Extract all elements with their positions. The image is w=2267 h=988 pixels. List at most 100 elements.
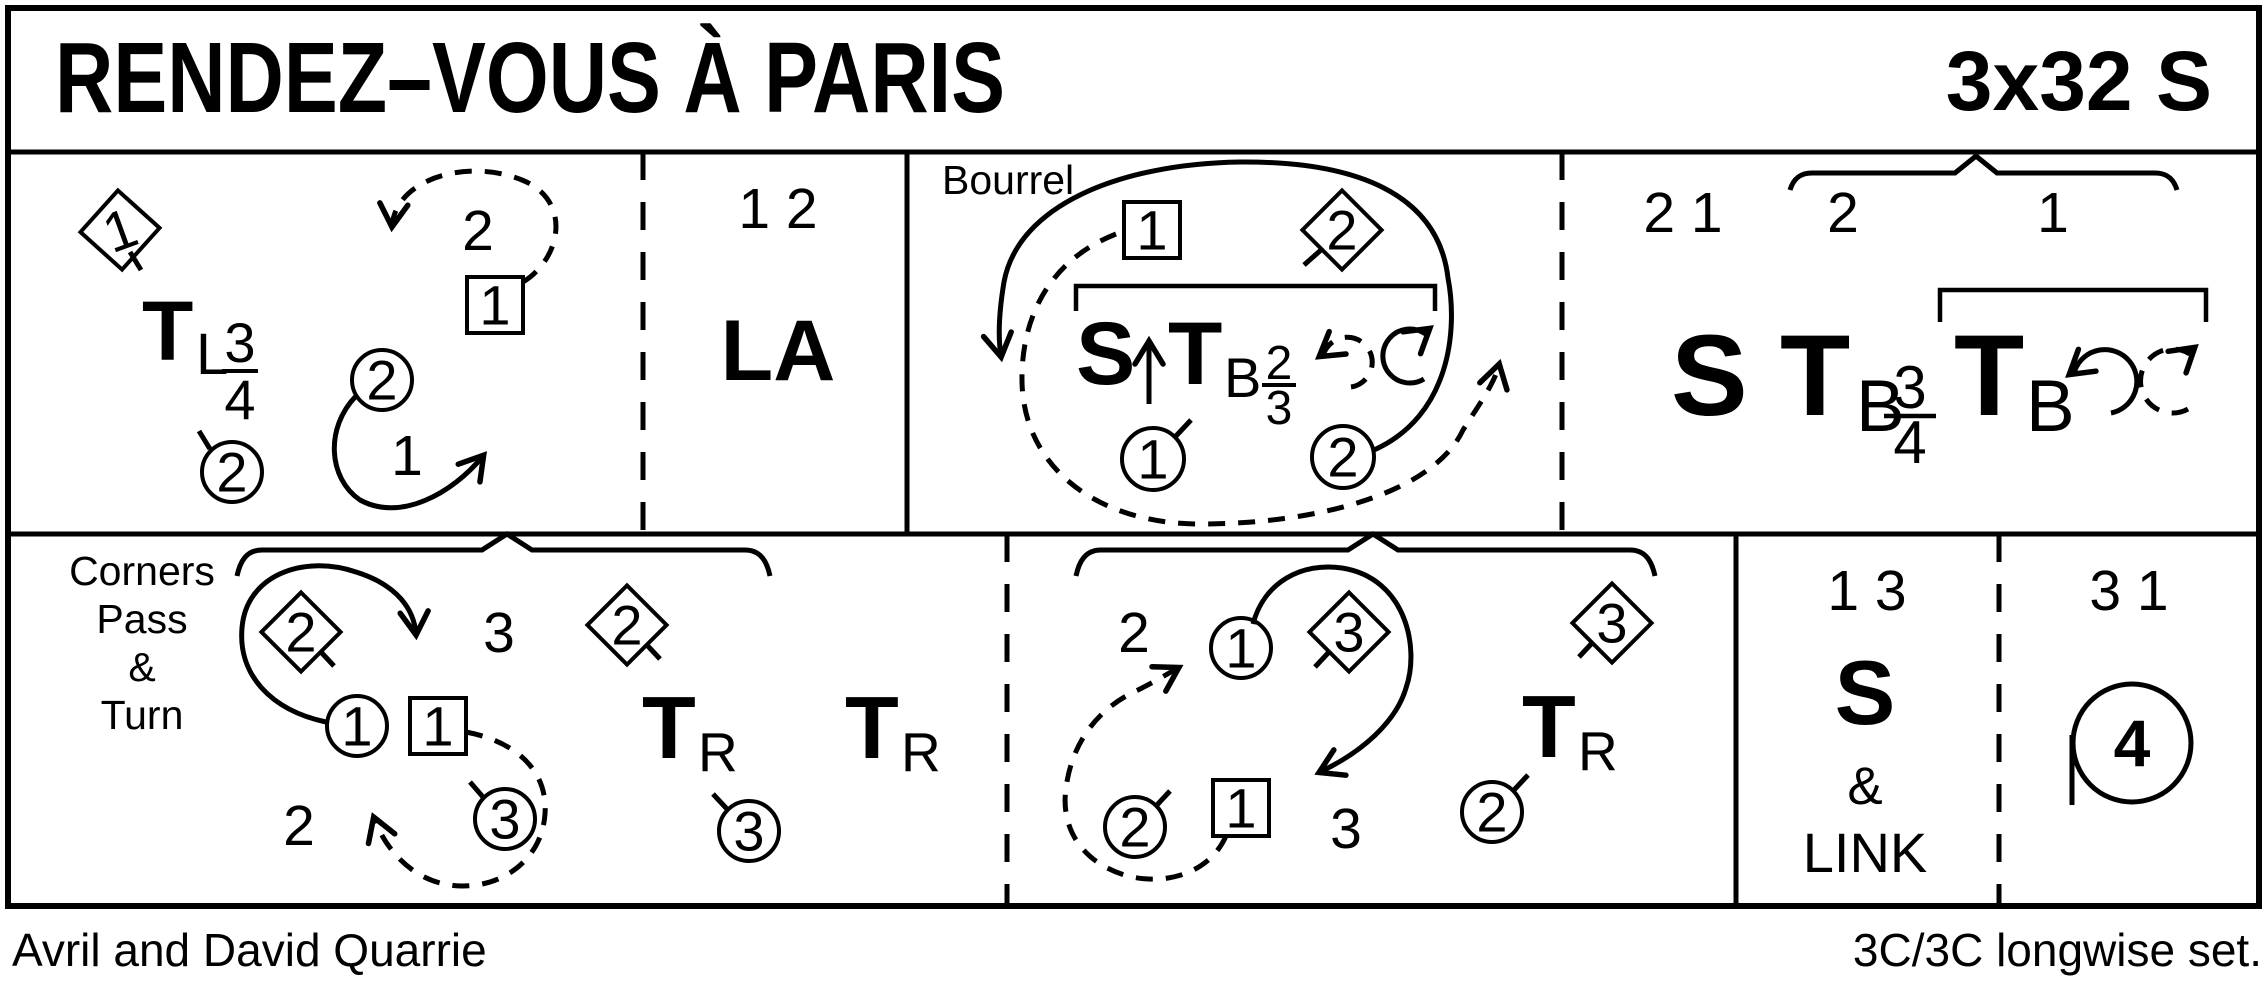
dancer-number: 3 xyxy=(733,800,764,863)
dance-path-dashed xyxy=(377,168,559,285)
brace-label-right: 1 xyxy=(2037,181,2069,245)
dancer-number: 3 xyxy=(1596,592,1627,655)
caption-line: Pass xyxy=(96,596,187,642)
formula-turn-right-1: T R xyxy=(642,678,738,783)
woman-symbol xyxy=(1310,424,1376,490)
dancer-number: 1 xyxy=(1137,428,1168,491)
dancer-woman-1: 1 xyxy=(1209,616,1273,680)
formula-turn-left-3-4: T L 3 4 xyxy=(142,284,258,431)
woman-symbol xyxy=(1460,780,1524,844)
dancer-woman-2: 2 xyxy=(1310,424,1376,490)
dancer-woman-2-mid: 2 xyxy=(350,348,414,412)
circle-number: 4 xyxy=(2114,706,2151,780)
dancer-man-3-b: 3 xyxy=(1569,580,1655,666)
caption-line: & xyxy=(128,644,155,690)
woman-symbol xyxy=(1103,795,1167,859)
dance-path-solid xyxy=(239,563,431,725)
dancer-man-2-b: 2 xyxy=(584,582,670,668)
dancer-man-1-diamond: 1 xyxy=(77,187,163,273)
path-label: 2 xyxy=(283,794,315,858)
woman-symbol xyxy=(1209,616,1273,680)
formula-subscript: R xyxy=(1578,720,1618,782)
facing-tail xyxy=(1302,248,1323,267)
fraction-denominator: 4 xyxy=(224,368,255,431)
man-symbol xyxy=(1211,778,1271,838)
dancer-number: 1 xyxy=(479,274,510,337)
formula-subscript: B xyxy=(1856,366,1905,447)
dancer-woman-1: 1 xyxy=(1120,418,1193,492)
formula-subscript: R xyxy=(901,721,941,783)
cell-circle-four: 3 1 4 xyxy=(2069,559,2194,805)
dance-title: RENDEZ–VOUS À PARIS xyxy=(55,22,1005,134)
formula-turn-right: T R xyxy=(1522,677,1618,782)
position-labels: 1 2 xyxy=(738,177,817,241)
dancer-number: 2 xyxy=(1476,781,1507,844)
figure-caption: Bourrel xyxy=(942,157,1074,203)
dancer-woman-3-b: 3 xyxy=(711,792,781,863)
woman-symbol xyxy=(200,440,264,504)
facing-tail xyxy=(1313,650,1331,669)
phrase-brace xyxy=(234,531,773,577)
phrase-brace xyxy=(1787,152,2180,191)
dancer-number: 2 xyxy=(216,441,247,504)
dancer-man-3-a: 3 xyxy=(1306,589,1392,675)
formula-subscript: B xyxy=(1224,346,1261,409)
dance-path-dashed xyxy=(1062,664,1229,882)
rotate-cw-dashed-icon xyxy=(2138,343,2199,416)
couple-bracket xyxy=(1073,283,1438,311)
dance-path-solid xyxy=(331,394,487,511)
position-labels: 1 3 xyxy=(1827,559,1906,623)
devisers: Avril and David Quarrie xyxy=(12,924,487,976)
man-symbol xyxy=(465,275,525,335)
facing-tail xyxy=(1577,640,1595,659)
facing-tail xyxy=(196,429,213,451)
fraction-numerator: 3 xyxy=(224,311,255,374)
dancer-woman-2-low: 2 xyxy=(196,429,264,504)
path-label: 3 xyxy=(483,601,515,665)
facing-tail xyxy=(1512,773,1530,792)
rotate-ccw-solid-icon xyxy=(2065,346,2140,416)
fraction-denominator: 4 xyxy=(1893,409,1926,476)
cell-bars-17-24: 2 1 2 1 S T B 3 4 T B xyxy=(1643,152,2209,476)
dance-path-solid xyxy=(1250,564,1414,778)
dancer-woman-2-a: 2 xyxy=(1103,789,1172,859)
dancer-man-1: 1 xyxy=(1211,777,1271,840)
dance-path-dashed xyxy=(365,729,548,889)
dancer-number: 2 xyxy=(285,601,316,664)
formula-letter: S xyxy=(1671,312,1748,440)
formula-letter: S xyxy=(1835,643,1896,744)
dancer-man-1: 1 xyxy=(1122,199,1182,262)
dancer-number: 2 xyxy=(366,349,397,412)
cell-bars-25-28-corners-pass-turn: Corners Pass & Turn 2 3 1 1 2 3 xyxy=(69,531,941,889)
dancer-number: 2 xyxy=(1119,796,1150,859)
dance-path-solid xyxy=(980,159,1454,453)
man-symbol xyxy=(1299,187,1385,273)
woman-symbol xyxy=(325,694,389,758)
formula-subscript: L xyxy=(196,322,228,387)
facing-tail xyxy=(318,649,336,668)
formula-letter: S xyxy=(1076,303,1135,403)
formula-letter: T xyxy=(845,678,899,777)
formula-letter: T xyxy=(1780,312,1850,440)
dancer-woman-1: 1 xyxy=(325,694,389,758)
path-label: 1 xyxy=(391,424,423,488)
formula-subscript: R xyxy=(698,721,738,783)
dancer-number: 1 xyxy=(1136,199,1167,262)
path-label: 3 xyxy=(1330,797,1362,861)
fraction-numerator: 2 xyxy=(1266,337,1293,390)
facing-tail xyxy=(644,642,662,661)
repeat-count: 3x32 S xyxy=(1946,34,2212,128)
path-label: 2 xyxy=(1118,601,1150,665)
table-borders xyxy=(5,5,2262,909)
cell-bars-1-4: 1 2 1 T L 3 4 2 1 2 xyxy=(77,168,559,511)
facing-tail xyxy=(1174,418,1193,438)
dancer-man-2-diamond: 2 xyxy=(1299,187,1385,273)
position-labels: 3 1 xyxy=(2089,559,2168,623)
dancer-number: 2 xyxy=(611,594,642,657)
fraction-numerator: 3 xyxy=(1893,354,1926,421)
cell-bars-5-8: 1 2 LA xyxy=(721,177,836,399)
footer: Avril and David Quarrie 3C/3C longwise s… xyxy=(12,924,2262,976)
dance-path-dashed xyxy=(1019,231,1510,527)
